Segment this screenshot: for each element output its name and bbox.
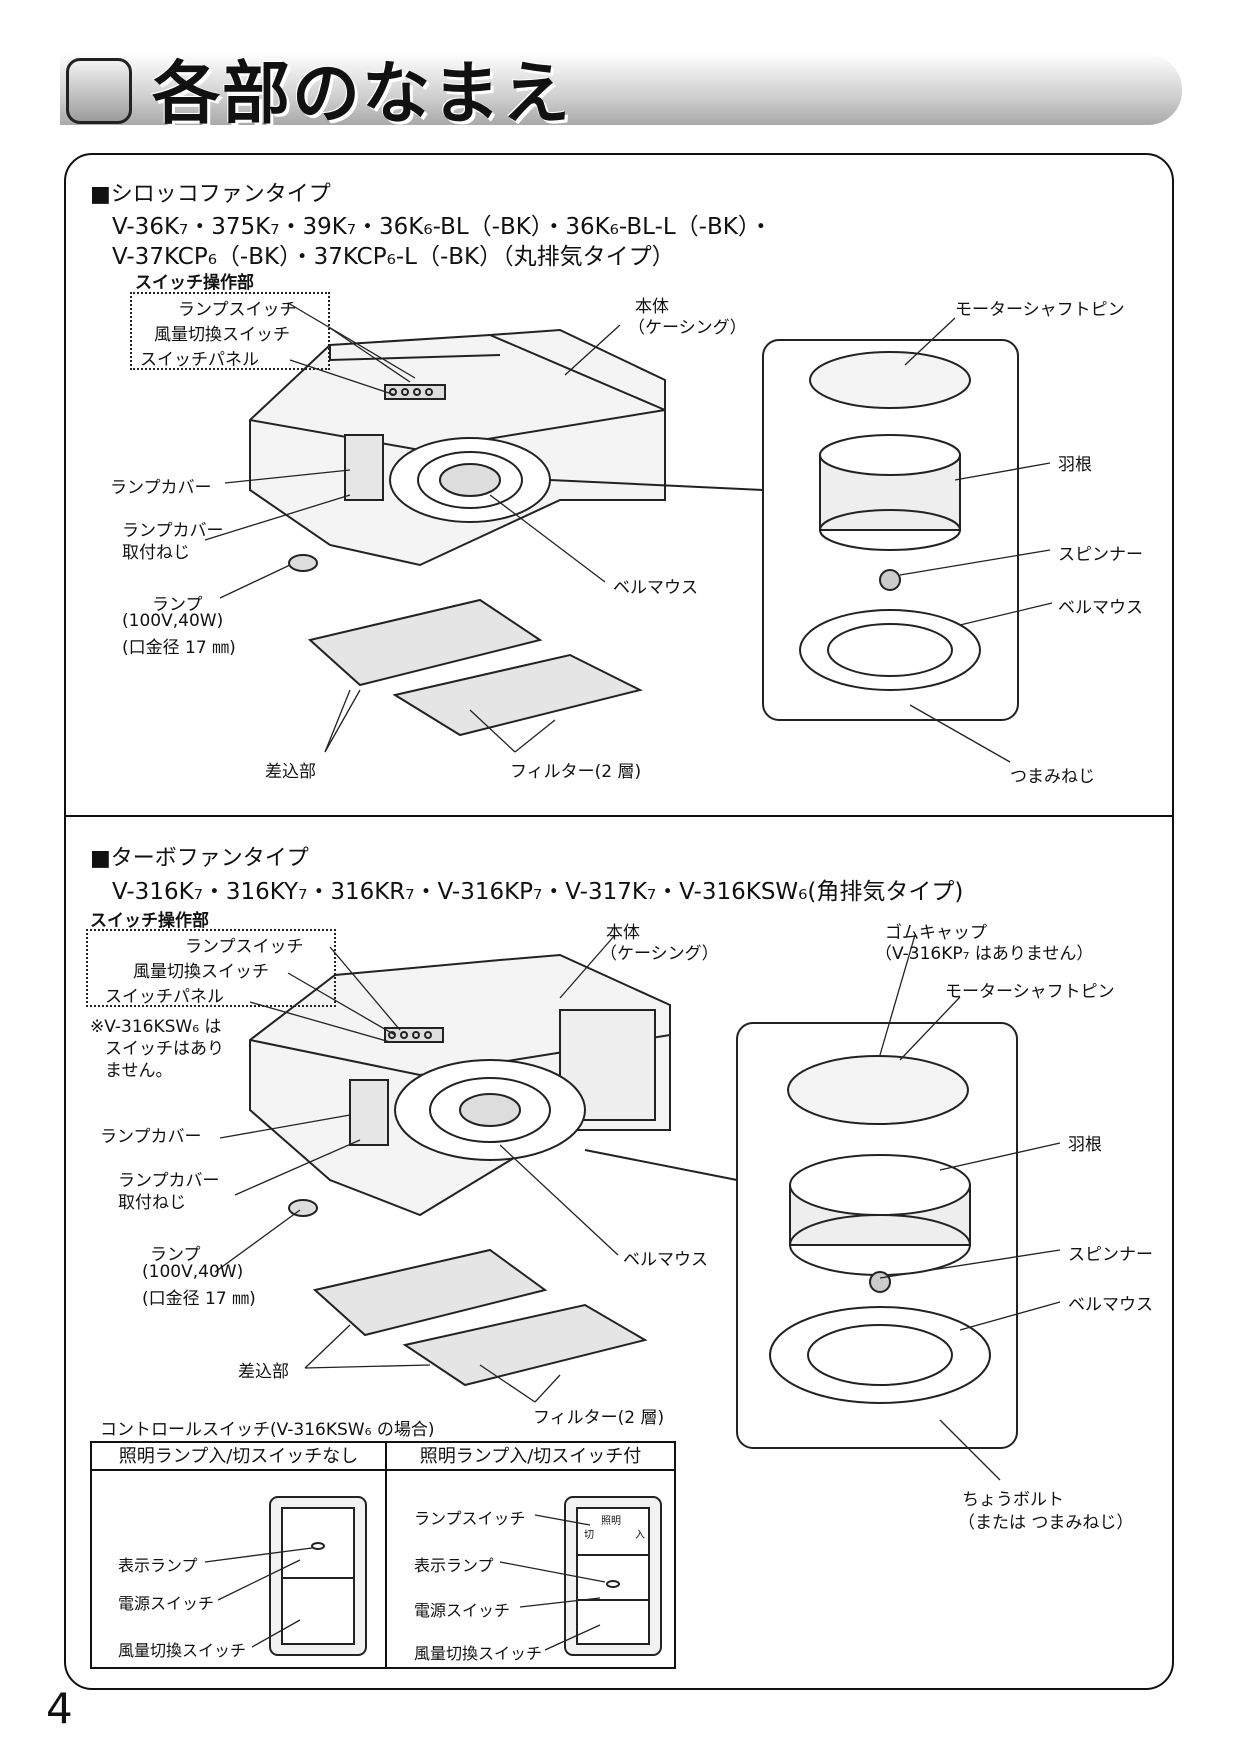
control-switch-right (499, 1496, 662, 1656)
control-switch-left (204, 1496, 367, 1656)
sirocco-knob-screw-label: つまみねじ (1010, 767, 1095, 787)
sirocco-bellmouth-right-label: ベルマウス (1058, 598, 1143, 618)
control-right-airflow-switch: 風量切換スイッチ (414, 1644, 543, 1663)
turbo-lamp-cover-screw-label2: 取付ねじ (118, 1193, 186, 1213)
turbo-switch-dotted-box (86, 929, 336, 1007)
sirocco-models-line1: V-36K₇・375K₇・39K₇・36K₆-BL（-BK）・36K₆-BL-L… (112, 214, 773, 240)
turbo-impeller-label: 羽根 (1068, 1135, 1102, 1155)
turbo-bellmouth-center-label: ベルマウス (623, 1250, 708, 1270)
turbo-body-label: 本体 (606, 923, 640, 943)
sirocco-models-line2: V-37KCP₆（-BK）・37KCP₆-L（-BK）（丸排気タイプ） (112, 244, 675, 270)
turbo-casing-label: （ケーシング） (600, 944, 719, 964)
sirocco-hood-illustration (249, 328, 666, 567)
page-title: 各部のなまえ (152, 55, 573, 134)
sirocco-lamp-bulb (288, 554, 318, 572)
sirocco-lamp-spec2: (口金径 17 ㎜) (122, 638, 236, 658)
turbo-spinner-label: スピンナー (1068, 1245, 1153, 1265)
control-col-divider (385, 1471, 387, 1667)
turbo-note-line3: ません。 (105, 1061, 173, 1081)
header-square-icon (66, 58, 132, 124)
turbo-models-line1: V-316K₇・316KY₇・316KR₇・V-316KP₇・V-317K₇・V… (112, 879, 964, 905)
sirocco-switch-section: スイッチ操作部 (135, 273, 254, 293)
sirocco-insert-part-label: 差込部 (265, 762, 316, 782)
control-right-lamp-switch: ランプスイッチ (414, 1509, 526, 1528)
turbo-heading: ■ターボファンタイプ (90, 846, 309, 871)
sirocco-switch-dotted-box (130, 292, 330, 370)
sirocco-impeller-label: 羽根 (1058, 455, 1092, 475)
turbo-airflow-switch-label: 風量切換スイッチ (133, 962, 269, 982)
turbo-filters (312, 1248, 648, 1387)
turbo-filter-label: フィルター(2 層) (533, 1408, 665, 1428)
sirocco-bellmouth-center-label: ベルマウス (613, 578, 698, 598)
sirocco-lamp-switch-label: ランプスイッチ (178, 300, 297, 320)
content-frame (64, 153, 1174, 1690)
control-switch-title: コントロールスイッチ(V-316KSW₆ の場合) (100, 1420, 435, 1440)
turbo-note-line2: スイッチはあり (105, 1039, 224, 1059)
turbo-lamp-spec1: (100V,40W) (142, 1262, 244, 1282)
turbo-note-line1: ※V-316KSW₆ は (90, 1017, 222, 1037)
control-left-power-switch: 電源スイッチ (118, 1594, 215, 1613)
control-right-off-label: 切 (584, 1530, 594, 1541)
turbo-lamp-spec2: (口金径 17 ㎜) (142, 1289, 256, 1309)
control-right-power-switch: 電源スイッチ (414, 1601, 511, 1620)
turbo-lamp-cover-label: ランプカバー (100, 1127, 202, 1147)
control-right-indicator-lamp: 表示ランプ (414, 1556, 494, 1575)
turbo-rubber-cap-note: （V-316KP₇ はありません） (875, 944, 1094, 964)
turbo-switch-panel-label: スイッチパネル (105, 987, 224, 1007)
control-right-on-label: 入 (635, 1530, 645, 1541)
turbo-motor-pin-label: モーターシャフトピン (945, 982, 1115, 1002)
control-left-airflow-switch: 風量切換スイッチ (118, 1641, 247, 1660)
sirocco-motor-pin-label: モーターシャフトピン (955, 300, 1125, 320)
turbo-wing-bolt-alt-label: （または つまみねじ） (958, 1513, 1134, 1533)
sirocco-lamp-cover-screw-label1: ランプカバー (122, 521, 224, 541)
sirocco-airflow-switch-label: 風量切換スイッチ (154, 325, 290, 345)
sirocco-heading: ■シロッコファンタイプ (90, 182, 331, 207)
page-number: 4 (46, 1684, 73, 1733)
control-col-right-header: 照明ランプ入/切スイッチ付 (387, 1443, 674, 1471)
turbo-detail-box (736, 1022, 1018, 1449)
sirocco-body-label: 本体 (635, 297, 669, 317)
control-right-light-label: 照明 (601, 1516, 621, 1527)
turbo-lamp-label: ランプ (150, 1245, 201, 1265)
header-bar (60, 55, 1182, 125)
sirocco-spinner-label: スピンナー (1058, 545, 1143, 565)
sirocco-filters (307, 598, 643, 737)
turbo-rubber-cap-label: ゴムキャップ (885, 923, 987, 943)
control-switch-table: 照明ランプ入/切スイッチなし 照明ランプ入/切スイッチ付 (90, 1441, 676, 1669)
turbo-bellmouth-right-label: ベルマウス (1068, 1295, 1153, 1315)
sirocco-filter-label: フィルター(2 層) (510, 762, 642, 782)
section-divider (64, 815, 1174, 817)
control-left-indicator-lamp: 表示ランプ (118, 1556, 198, 1575)
turbo-wing-bolt-label: ちょうボルト (962, 1490, 1064, 1510)
turbo-hood-illustration (249, 953, 671, 1217)
sirocco-lamp-cover-label: ランプカバー (110, 478, 212, 498)
control-col-left-header: 照明ランプ入/切スイッチなし (92, 1443, 387, 1471)
turbo-lamp-switch-label: ランプスイッチ (185, 937, 304, 957)
sirocco-detail-box (762, 339, 1019, 721)
turbo-lamp-cover-screw-label1: ランプカバー (118, 1171, 220, 1191)
turbo-insert-part-label: 差込部 (238, 1362, 289, 1382)
turbo-switch-section: スイッチ操作部 (90, 911, 209, 931)
sirocco-lamp-spec1: (100V,40W) (122, 611, 224, 631)
sirocco-switch-panel-label: スイッチパネル (140, 350, 259, 370)
sirocco-casing-label: （ケーシング） (628, 318, 747, 338)
sirocco-lamp-cover-screw-label2: 取付ねじ (122, 543, 190, 563)
sirocco-lamp-label: ランプ (152, 595, 203, 615)
